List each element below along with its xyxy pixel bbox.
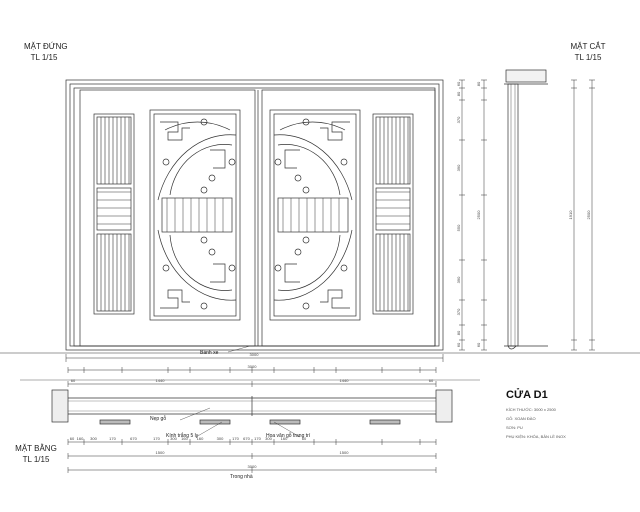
- left-louvers: [97, 117, 131, 311]
- height-total-dim: 2500: [586, 210, 591, 220]
- plan-half-right-dim: 1500: [340, 450, 350, 455]
- plan-side-left-dim: 60: [71, 378, 76, 383]
- glass-callout: Kính trắng 5 ly: [166, 433, 199, 439]
- plan-segment-dim: 160: [197, 436, 204, 441]
- height-segment-dim: 390: [456, 276, 461, 283]
- height-segment-dim: 60: [476, 342, 481, 347]
- height-dim-right: [573, 80, 593, 350]
- door-note-size: KÍCH THƯỚC: 3000 x 2500: [506, 407, 556, 412]
- plan-leaf-left-dim: 1440: [156, 378, 166, 383]
- height-segment-dim: 2500: [476, 210, 481, 220]
- plan-segment-dim: 170: [232, 436, 239, 441]
- plan-total-bottom-dim: 3000: [248, 464, 258, 469]
- right-louver-panel: [372, 113, 414, 315]
- height-segment-dim: 80: [456, 91, 461, 96]
- plan-segment-dim: 160: [77, 436, 84, 441]
- plan-half-left-dim: 1500: [156, 450, 166, 455]
- glass-leader: [195, 421, 223, 438]
- plan-segment-dim: 170: [254, 436, 261, 441]
- right-louvers: [376, 117, 410, 311]
- plan-segment-dim: 170: [153, 436, 160, 441]
- height-mid-dim: 1910: [568, 210, 573, 220]
- elevation-title: MẶT ĐỨNG: [24, 42, 68, 51]
- plan-segment-dim: 300: [217, 436, 224, 441]
- door-note-wood: GỖ: XOAN ĐÀO: [506, 416, 536, 421]
- height-segment-dim: 80: [476, 81, 481, 86]
- plan-title: MẶT BẰNG: [15, 444, 57, 453]
- plan-segment-dim: 170: [109, 436, 116, 441]
- plan-view: [20, 379, 480, 425]
- height-ticks: [459, 79, 595, 351]
- plan-segment-dim: 670: [130, 436, 137, 441]
- height-dim-left: [461, 80, 485, 350]
- plan-segment-dim: 160: [181, 436, 188, 441]
- ornament-leader: [273, 421, 301, 438]
- plan-segment-dim: 60: [70, 436, 75, 441]
- sill-leader: [227, 345, 251, 353]
- door-title: CỬA D1: [506, 389, 548, 401]
- section-profile: [504, 69, 548, 350]
- plan-scale: TL 1/15: [22, 455, 50, 464]
- elevation-scale: TL 1/15: [30, 53, 58, 62]
- height-segment-dim: 390: [456, 164, 461, 171]
- height-segment-dim: 550: [456, 224, 461, 231]
- door-note-finish: SƠN: PU: [506, 425, 523, 430]
- height-segment-dim: 60: [456, 342, 461, 347]
- plan-segment-dim: 300: [90, 436, 97, 441]
- right-ornament-bars: [282, 198, 340, 232]
- left-louver-panel: [93, 113, 135, 315]
- height-segment-dim: 370: [456, 116, 461, 123]
- elev-total-dim: 3000: [250, 352, 260, 357]
- left-ornament-panel: [149, 109, 241, 321]
- height-segment-dim: 60: [456, 81, 461, 86]
- bead-callout: Nẹp gỗ: [150, 416, 167, 422]
- plan-segment-dim: 300: [265, 436, 272, 441]
- plan-segment-dim: 60: [302, 436, 307, 441]
- plan-segment-dim: 670: [243, 436, 250, 441]
- bead-leader: [179, 407, 211, 421]
- height-segment-dim: 80: [456, 330, 461, 335]
- sill-callout: Bánh xe: [200, 350, 219, 356]
- plan-side-right-dim: 60: [429, 378, 434, 383]
- left-ornament-bars: [166, 198, 224, 232]
- door-note-hardware: PHỤ KIỆN: KHÓA, BẢN LỀ INOX: [506, 434, 566, 439]
- plan-total-top-dim: 3000: [248, 364, 258, 369]
- plan-segment-dim: 160: [281, 436, 288, 441]
- section-title: MẶT CẮT: [570, 42, 606, 51]
- plan-ticks: [67, 367, 437, 473]
- right-ornament-panel: [269, 109, 361, 321]
- door-leaves: [79, 89, 436, 347]
- interior-callout: Trong nhà: [230, 474, 253, 480]
- plan-leaf-right-dim: 1440: [340, 378, 350, 383]
- height-segment-dim: 370: [456, 308, 461, 315]
- section-scale: TL 1/15: [574, 53, 602, 62]
- plan-segment-dim: 300: [170, 436, 177, 441]
- elevation-frame: [65, 79, 444, 351]
- ornament-callout: Hoa văn gỗ trang trí: [266, 433, 311, 439]
